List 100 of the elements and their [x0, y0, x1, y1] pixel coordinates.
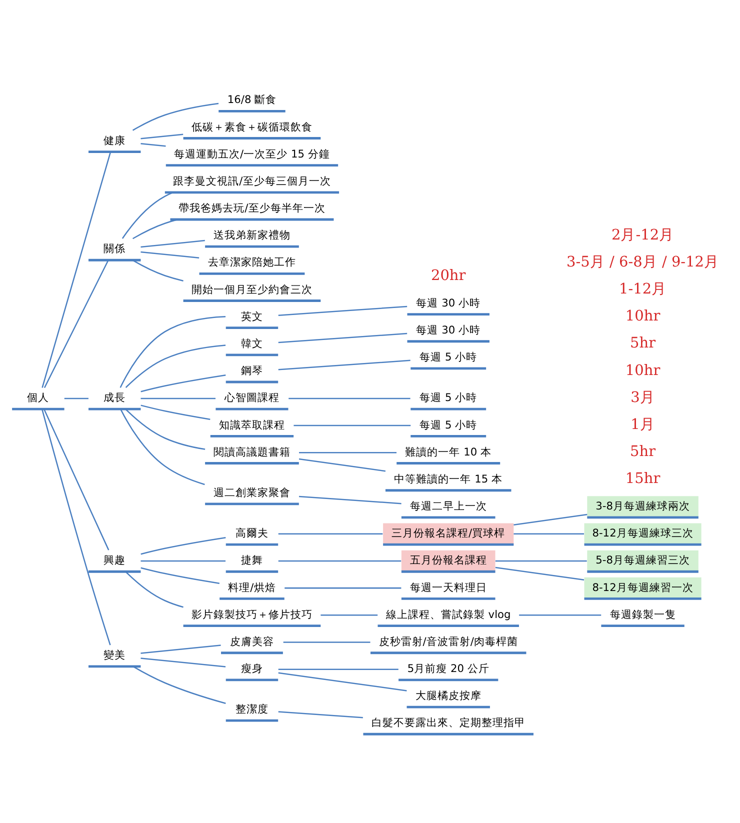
label: 3-5月 / 6-8月 / 9-12月 [566, 254, 720, 270]
node-text: 低碳＋素食＋碳循環飲食 [191, 120, 312, 133]
node-text: 白髮不要露出來、定期整理指甲 [371, 716, 526, 729]
label: 10hr [625, 308, 660, 324]
label: 10hr [625, 362, 660, 378]
node-text: 5月前瘦 20 公斤 [407, 662, 490, 675]
connector [140, 657, 226, 667]
node-text: 中等難讀的一年 15 本 [394, 472, 502, 485]
node-text: 每週運動五次/一次至少 15 分鐘 [174, 146, 330, 160]
node-text: 健康 [104, 133, 126, 146]
node-text: 每週錄製一隻 [610, 607, 676, 620]
label: 15hr [625, 470, 660, 487]
connector [284, 586, 402, 588]
connector [140, 536, 226, 554]
connector [132, 665, 226, 704]
connector [278, 672, 407, 691]
connector [278, 332, 408, 343]
connector [283, 641, 370, 642]
node-text: 關係 [104, 242, 126, 255]
label: 3月 [630, 389, 655, 406]
node-text: 難讀的一年 10 本 [405, 444, 492, 458]
node-text: 皮秒雷射/音波雷射/肉毒桿菌 [378, 634, 518, 648]
node-text: 高爾夫 [235, 526, 268, 540]
connector [132, 218, 178, 239]
node-text: 整潔度 [235, 702, 268, 716]
node-text: 皮膚美容 [230, 634, 274, 648]
connector [278, 560, 402, 562]
connector [278, 710, 363, 718]
connector [140, 239, 205, 248]
node-text: 英文 [240, 309, 263, 322]
connector [120, 315, 226, 388]
node-text: 每週 30 小時 [416, 296, 480, 309]
node-text: 捷舞 [240, 553, 263, 566]
connector [132, 259, 184, 281]
node-text: 16/8 斷食 [227, 92, 277, 106]
connector [140, 142, 166, 146]
connector [320, 614, 378, 616]
connector [514, 513, 588, 525]
connector [140, 644, 221, 654]
label: 1-12月 [619, 281, 667, 297]
node-text: 知識萃取課程 [218, 418, 285, 431]
connector [132, 102, 219, 130]
connector [140, 560, 226, 562]
connector [42, 151, 112, 388]
connector [140, 374, 226, 392]
node-text: 每週 5 小時 [420, 418, 478, 431]
connector [298, 458, 386, 472]
node-text: 興趣 [104, 553, 126, 566]
connector [140, 566, 220, 584]
node-text: 開始一個月至少約會三次 [191, 282, 312, 296]
connector [495, 566, 584, 580]
node-text: 跟李曼文視訊/至少每三個月一次 [173, 174, 331, 187]
connector [298, 495, 402, 504]
connector [519, 614, 602, 616]
node-text: 變美 [104, 648, 126, 661]
connector [44, 260, 109, 388]
node-text: 影片錄製技巧＋修片技巧 [191, 607, 312, 620]
label: 5hr [630, 444, 656, 460]
node-text: 去章潔家陪她工作 [208, 255, 296, 268]
connector [514, 532, 584, 534]
connector [278, 359, 410, 370]
node-text: 送我弟新家禮物 [213, 228, 290, 242]
label: 1月 [630, 416, 655, 432]
node-text: 瘦身 [240, 662, 263, 675]
connector [122, 191, 174, 238]
node-text: 大腿橘皮按摩 [415, 688, 482, 702]
connector [125, 408, 206, 450]
connector [140, 133, 184, 139]
node-text: 料理/烘焙 [228, 580, 276, 594]
connector [294, 424, 411, 426]
node-text: 個人 [27, 390, 50, 404]
node-text: 每週 30 小時 [416, 322, 480, 336]
connector [278, 532, 383, 534]
connector [495, 560, 587, 562]
connector [278, 668, 398, 670]
connector [140, 404, 210, 420]
connector [64, 397, 88, 399]
node-text: 帶我爸媽去玩/至少每半年一次 [178, 201, 326, 214]
label: 5hr [630, 335, 656, 352]
node-text: 每週 5 小時 [420, 390, 478, 404]
label: 2月-12月 [612, 226, 674, 243]
node-text: 韓文 [240, 336, 263, 350]
node-text: 週二創業家聚會 [213, 485, 290, 498]
connector [125, 344, 226, 388]
node-text: 線上課程、嘗試錄製 vlog [386, 607, 511, 620]
connector [140, 397, 216, 399]
connector [43, 408, 110, 550]
node-text: 每週二早上一次 [410, 499, 487, 512]
node-text: 閱讀高議題書籍 [213, 444, 290, 458]
node-text: 成長 [104, 390, 126, 404]
connector [41, 408, 111, 645]
connector [278, 305, 408, 316]
node-text: 每週一天料理日 [410, 580, 487, 594]
node-text: 心智圖課程 [224, 390, 280, 404]
node-text: 鋼琴 [240, 364, 263, 377]
node-text: 每週 5 小時 [420, 350, 478, 364]
connector [140, 250, 200, 258]
connector [125, 570, 184, 608]
connector [120, 408, 205, 485]
label: 20hr [430, 267, 466, 284]
